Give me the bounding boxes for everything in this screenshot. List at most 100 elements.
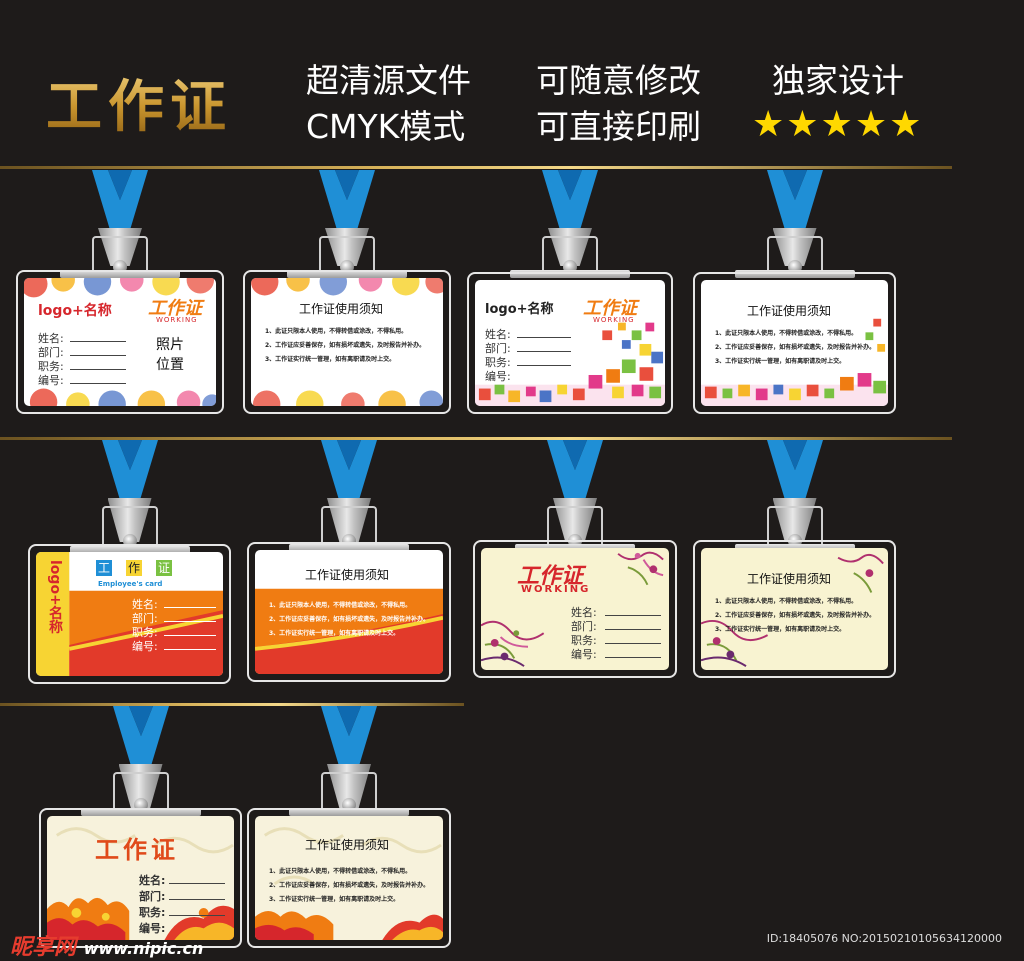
lanyard-strap xyxy=(321,440,377,500)
id-card: 工作证 姓名: 部门: 职务: 编号: xyxy=(47,816,234,940)
logo-name: logo+名称 xyxy=(485,302,554,317)
rule-2: 2、工作证应妥善保存，如有损坏或遗失，及时报告并补办。 xyxy=(269,616,430,623)
rules-heading: 工作证使用须知 xyxy=(305,568,390,582)
holder-bar xyxy=(289,544,409,552)
id-card-back: 工作证使用须知 1、此证只限本人使用，不得转借或涂改，不得私用。 2、工作证应妥… xyxy=(251,278,443,406)
card-holder: logo+名称 工作证 WORKING 姓名: 部门: 职务: 编号: xyxy=(467,272,673,414)
badge-word: 工作证 xyxy=(583,298,637,319)
id-card-back: 工作证使用须知 1、此证只限本人使用，不得转借或涂改，不得私用。 2、工作证应妥… xyxy=(701,280,888,406)
feature-5: 可直接印刷 xyxy=(536,107,701,146)
rules-heading: 工作证使用须知 xyxy=(305,838,390,852)
rule-1: 1、此证只限本人使用，不得转借或涂改，不得私用。 xyxy=(269,602,412,609)
clip-tab xyxy=(766,236,823,276)
field-name: 姓名: xyxy=(139,874,166,887)
lanyard-strap xyxy=(766,170,823,230)
working-text: WORKING xyxy=(521,584,591,595)
field-number: 编号: xyxy=(485,370,511,383)
field-dept: 部门: xyxy=(571,620,597,633)
divider-3 xyxy=(0,703,464,706)
field-position: 职务: xyxy=(485,356,511,369)
lanyard-strap xyxy=(766,440,823,500)
feature-3: 独家设计 xyxy=(772,61,904,100)
clip-tab xyxy=(766,506,823,546)
rules-heading: 工作证使用须知 xyxy=(747,304,832,318)
card-holder: 工作证使用须知 1、此证只限本人使用，不得转借或涂改，不得私用。 2、工作证应妥… xyxy=(247,542,451,682)
photo-label-1: 照片 xyxy=(156,337,184,353)
lanyard-strap xyxy=(112,706,169,766)
clip-tab xyxy=(547,506,603,546)
badge-word: 工作证 xyxy=(148,298,202,319)
rule-1: 1、此证只限本人使用，不得转借或涂改，不得私用。 xyxy=(265,328,408,335)
tile-char-1: 工 xyxy=(96,560,112,576)
id-card: logo+名称 工作证 WORKING 姓名: 部门: 职务: 编号: xyxy=(475,280,665,406)
holder-bar xyxy=(289,808,409,816)
rule-2: 2、工作证应妥善保存，如有损坏或遗失，及时报告并补办。 xyxy=(715,344,876,351)
rule-3: 3、工作证实行统一管理，如有离职请及时上交。 xyxy=(715,358,846,365)
field-dept: 部门: xyxy=(485,342,511,355)
clip-tab xyxy=(321,772,377,812)
rule-2: 2、工作证应妥善保存，如有损坏或遗失，及时报告并补办。 xyxy=(715,612,876,619)
divider-1 xyxy=(0,166,952,169)
rule-1: 1、此证只限本人使用，不得转借或涂改，不得私用。 xyxy=(715,598,858,605)
field-name: 姓名: xyxy=(571,606,597,619)
lanyard-strap xyxy=(92,170,148,230)
employee-card-text: Employee's card xyxy=(98,580,163,588)
id-card: 工作证 WORKING 姓名: 部门: 职务: 编号: xyxy=(481,548,669,670)
holder-bar xyxy=(60,270,180,278)
photo-label-2: 位置 xyxy=(156,357,184,373)
field-dept: 部门: xyxy=(139,890,166,903)
clip-tab xyxy=(321,506,377,546)
feature-4: CMYK模式 xyxy=(306,107,466,146)
clip-tab xyxy=(92,236,148,276)
card-holder: 工作证使用须知 1、此证只限本人使用，不得转借或涂改，不得私用。 2、工作证应妥… xyxy=(247,808,451,948)
field-name: 姓名: xyxy=(485,328,511,341)
holder-bar xyxy=(80,808,201,816)
divider-2 xyxy=(0,437,952,440)
watermark-site: www.nipic.cn xyxy=(83,939,204,958)
card-holder: 工作证使用须知 1、此证只限本人使用，不得转借或涂改，不得私用。 2、工作证应妥… xyxy=(693,540,896,678)
rules-heading: 工作证使用须知 xyxy=(747,572,832,586)
field-position: 职务: xyxy=(38,360,64,373)
lanyard-strap xyxy=(319,170,375,230)
field-position: 职务: xyxy=(571,634,597,647)
rule-1: 1、此证只限本人使用，不得转借或涂改，不得私用。 xyxy=(715,330,858,337)
page-title: 工作证 xyxy=(46,62,232,143)
rule-3: 3、工作证实行统一管理，如有离职请及时上交。 xyxy=(269,896,400,903)
badge-word: 工作证 xyxy=(95,836,179,864)
card-holder: 工作证使用须知 1、此证只限本人使用，不得转借或涂改，不得私用。 2、工作证应妥… xyxy=(243,270,451,414)
field-name: 姓名: xyxy=(132,598,158,611)
badge-front-orange: logo+名称 工 作 证 Employee's card 姓名: 部门: 职务… xyxy=(28,440,231,684)
clip-tab xyxy=(319,236,375,276)
id-card: logo+名称 工 作 证 Employee's card 姓名: 部门: 职务… xyxy=(36,552,223,676)
lanyard-strap xyxy=(547,440,603,500)
clip-tab xyxy=(101,506,158,546)
field-position: 职务: xyxy=(139,906,166,919)
card-holder: logo+名称 工作证 WORKING 姓名: 部门: 职务: 编号: 照片 位… xyxy=(16,270,224,414)
tile-char-3: 证 xyxy=(156,560,172,576)
working-text: WORKING xyxy=(593,316,635,324)
rule-2: 2、工作证应妥善保存，如有损坏或遗失，及时报告并补办。 xyxy=(269,882,430,889)
id-card-back: 工作证使用须知 1、此证只限本人使用，不得转借或涂改，不得私用。 2、工作证应妥… xyxy=(255,816,443,940)
feature-2: 可随意修改 xyxy=(536,61,701,100)
badge-front-circles: logo+名称 工作证 WORKING 姓名: 部门: 职务: 编号: 照片 位… xyxy=(16,170,224,414)
id-card-back: 工作证使用须知 1、此证只限本人使用，不得转借或涂改，不得私用。 2、工作证应妥… xyxy=(255,550,443,674)
field-name: 姓名: xyxy=(38,332,64,345)
watermark-brand: 昵享网 xyxy=(10,935,77,960)
field-number: 编号: xyxy=(571,648,597,661)
field-number: 编号: xyxy=(139,922,166,935)
id-card-back: 工作证使用须知 1、此证只限本人使用，不得转借或涂改，不得私用。 2、工作证应妥… xyxy=(701,548,888,670)
working-text: WORKING xyxy=(156,316,198,324)
logo-name: logo+名称 xyxy=(38,303,112,319)
rules-heading: 工作证使用须知 xyxy=(299,302,384,316)
clip-tab xyxy=(542,236,598,276)
badge-back-orange: 工作证使用须知 1、此证只限本人使用，不得转借或涂改，不得私用。 2、工作证应妥… xyxy=(247,440,451,684)
lanyard-strap xyxy=(542,170,598,230)
badge-back-floral: 工作证使用须知 1、此证只限本人使用，不得转借或涂改，不得私用。 2、工作证应妥… xyxy=(693,440,896,678)
rule-3: 3、工作证实行统一管理，如有离职请及时上交。 xyxy=(715,626,846,633)
card-holder: logo+名称 工 作 证 Employee's card 姓名: 部门: 职务… xyxy=(28,544,231,684)
card-holder: 工作证 WORKING 姓名: 部门: 职务: 编号: xyxy=(473,540,677,678)
field-number: 编号: xyxy=(38,374,64,387)
lanyard-strap xyxy=(101,440,158,500)
vertical-logo: logo+名称 xyxy=(47,560,63,634)
holder-bar xyxy=(69,546,190,554)
